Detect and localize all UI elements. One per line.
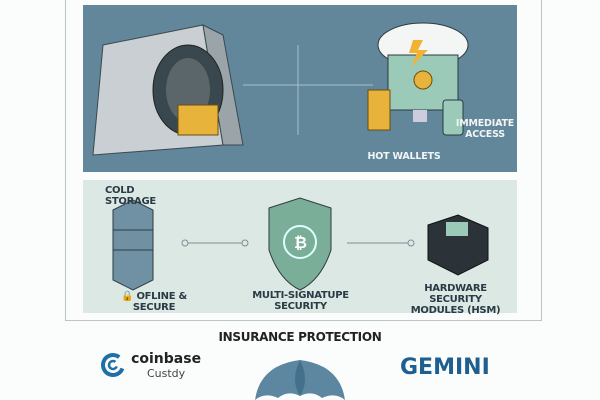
server-icon bbox=[112, 199, 154, 291]
cloud-computer-icon bbox=[367, 22, 469, 136]
hot-wallet-panel: HOT WALLETS IMMEDIATE ACCESS bbox=[83, 5, 517, 172]
lock-icon: 🔒 bbox=[121, 291, 134, 302]
insurance-title: INSURANCE PROTECTION bbox=[218, 330, 382, 344]
cold-storage-panel: ₿ COLD STORAGE 🔒 OFLINE & SECURE MULTI-S… bbox=[83, 180, 517, 316]
hot-wallets-label: HOT WALLETS bbox=[367, 151, 441, 162]
umbrella-icon bbox=[255, 360, 345, 400]
offline-secure-label: 🔒 OFLINE & SECURE bbox=[121, 291, 187, 313]
hsm-chip-icon bbox=[427, 214, 489, 276]
cold-storage-illustrations: ₿ bbox=[112, 197, 489, 291]
shield-bitcoin-icon: ₿ bbox=[268, 197, 332, 291]
svg-text:₿: ₿ bbox=[294, 233, 307, 252]
multisig-label: MULTI-SIGNATUPE SECURITY bbox=[252, 290, 349, 312]
cold-storage-label: COLD STORAGE bbox=[105, 185, 156, 207]
vault-illustration bbox=[92, 22, 469, 156]
circuit-frame bbox=[65, 0, 542, 321]
coinbase-c-icon bbox=[101, 353, 125, 377]
gemini-logo: GEMINI bbox=[400, 355, 490, 380]
immediate-access-label: IMMEDIATE ACCESS bbox=[455, 118, 515, 140]
coinbase-custody-logo: coinbase Custdy bbox=[100, 352, 201, 380]
